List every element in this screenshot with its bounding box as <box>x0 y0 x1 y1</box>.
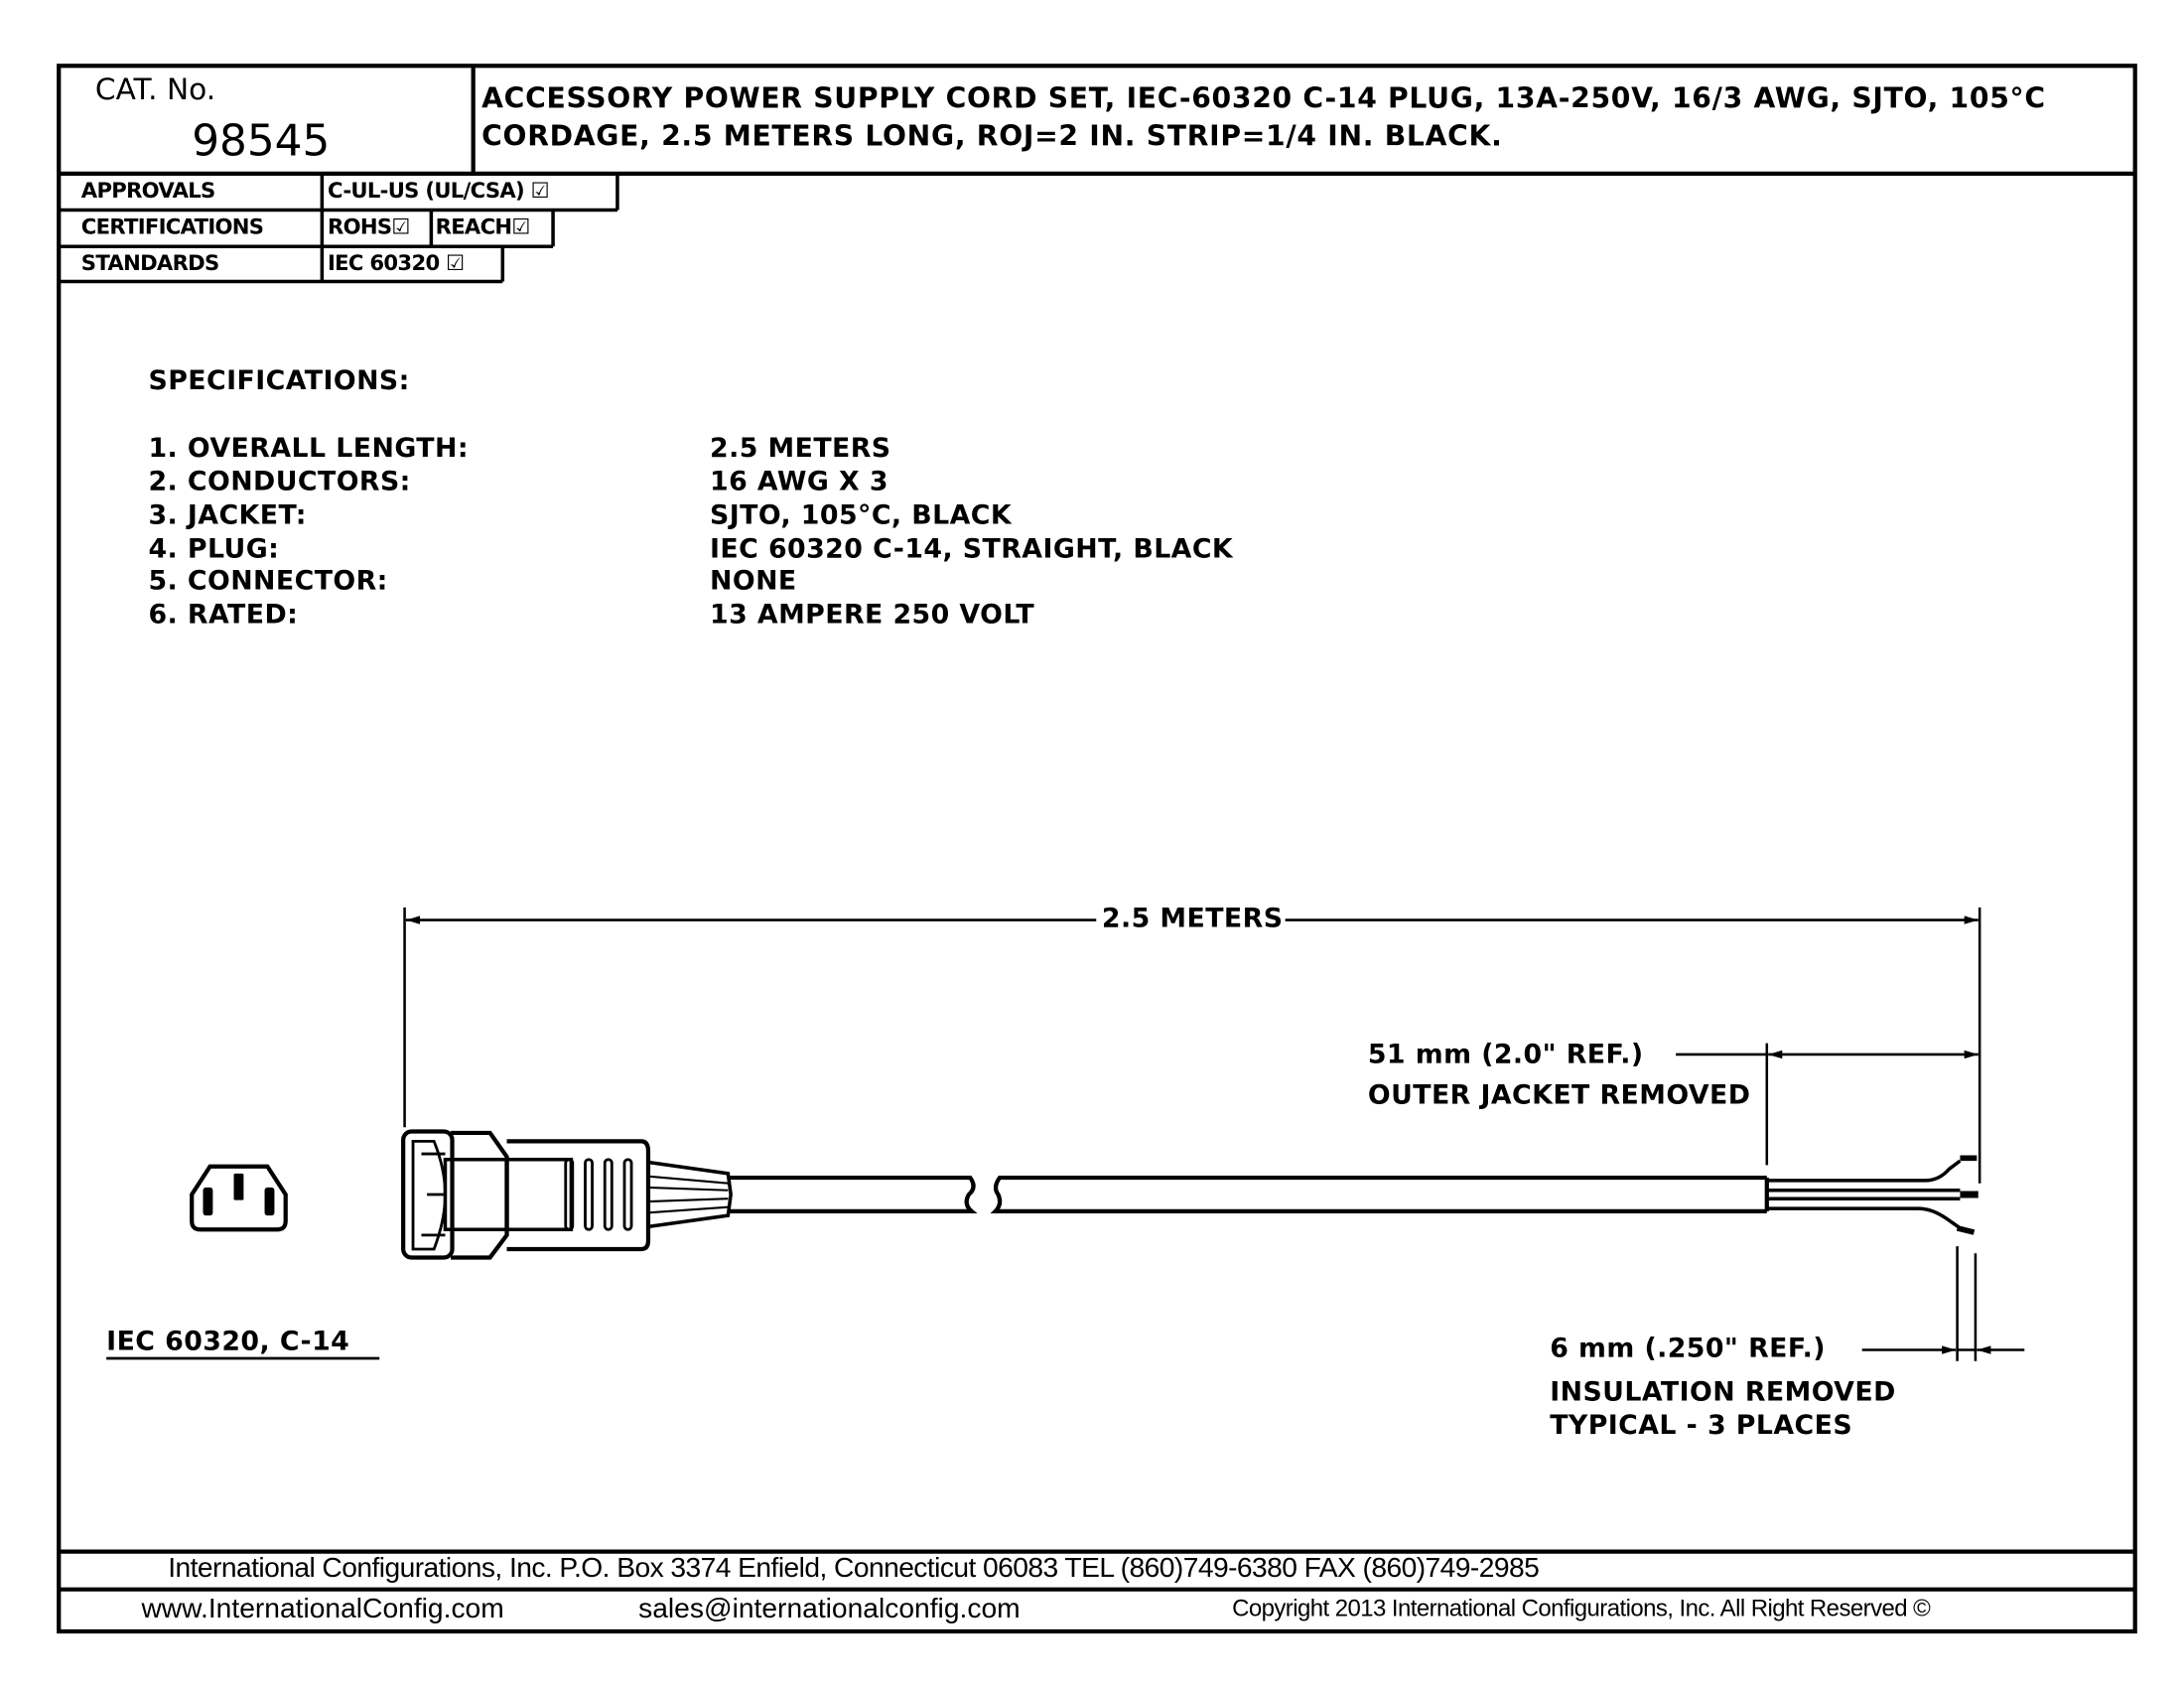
certifications-label: CERTIFICATIONS <box>80 213 264 240</box>
spec-label: 6. RATED: <box>148 599 299 631</box>
strip-note-1: INSULATION REMOVED <box>1550 1376 1896 1408</box>
cable-drawing <box>728 1155 1979 1235</box>
approvals-label: APPROVALS <box>80 178 215 204</box>
checkbox-checked-icon: ☑ <box>391 213 410 240</box>
approvals-value: C-UL-US (UL/CSA) ☑ <box>328 178 550 204</box>
copyright: Copyright 2013 International Configurati… <box>1232 1595 1931 1622</box>
cat-number: 98545 <box>192 116 331 167</box>
company-address: International Configurations, Inc. P.O. … <box>168 1553 1540 1585</box>
standards-value: IEC 60320 ☑ <box>328 250 465 276</box>
spec-value: 13 AMPERE 250 VOLT <box>710 599 1035 631</box>
spec-value: NONE <box>710 565 797 597</box>
website-link[interactable]: www.InternationalConfig.com <box>141 1593 504 1624</box>
approvals-text: C-UL-US (UL/CSA) <box>328 178 525 204</box>
standards-label: STANDARDS <box>80 250 219 276</box>
strip-note-2: TYPICAL - 3 PLACES <box>1550 1410 1853 1442</box>
email-link[interactable]: sales@internationalconfig.com <box>638 1593 1021 1624</box>
spec-label: 2. CONDUCTORS: <box>148 466 411 497</box>
reach-text: REACH <box>435 213 513 240</box>
description-line-2: CORDAGE, 2.5 METERS LONG, ROJ=2 IN. STRI… <box>481 118 1503 153</box>
spec-label: 1. OVERALL LENGTH: <box>148 432 469 464</box>
spec-value: SJTO, 105°C, BLACK <box>710 499 1013 531</box>
sheet-border <box>57 64 2137 1634</box>
spec-label: 5. CONNECTOR: <box>148 565 388 597</box>
specifications-title: SPECIFICATIONS: <box>148 365 410 397</box>
plug-type-label: IEC 60320, C-14 <box>106 1326 350 1357</box>
strip-dimension: 6 mm (.250" REF.) <box>1550 1333 1826 1364</box>
c14-plug-drawing <box>401 1129 733 1260</box>
iec-c14-socket-icon <box>190 1164 288 1232</box>
spec-value: IEC 60320 C-14, STRAIGHT, BLACK <box>710 533 1234 565</box>
description-line-1: ACCESSORY POWER SUPPLY CORD SET, IEC-603… <box>481 80 2046 115</box>
cert-reach: REACH☑ <box>435 213 531 240</box>
checkbox-checked-icon: ☑ <box>446 250 465 276</box>
standards-text: IEC 60320 <box>328 250 440 276</box>
cat-label: CAT. No. <box>94 72 216 107</box>
checkbox-checked-icon: ☑ <box>530 178 550 204</box>
overall-length-dimension: 2.5 METERS <box>1101 903 1284 934</box>
cert-rohs: ROHS☑ <box>328 213 410 240</box>
spec-label: 4. PLUG: <box>148 533 280 565</box>
spec-value: 16 AWG X 3 <box>710 466 888 497</box>
jacket-dimension: 51 mm (2.0" REF.) <box>1367 1039 1644 1070</box>
checkbox-checked-icon: ☑ <box>511 213 530 240</box>
rohs-text: ROHS <box>328 213 392 240</box>
spec-label: 3. JACKET: <box>148 499 307 531</box>
spec-value: 2.5 METERS <box>710 432 891 464</box>
jacket-note: OUTER JACKET REMOVED <box>1367 1079 1751 1111</box>
